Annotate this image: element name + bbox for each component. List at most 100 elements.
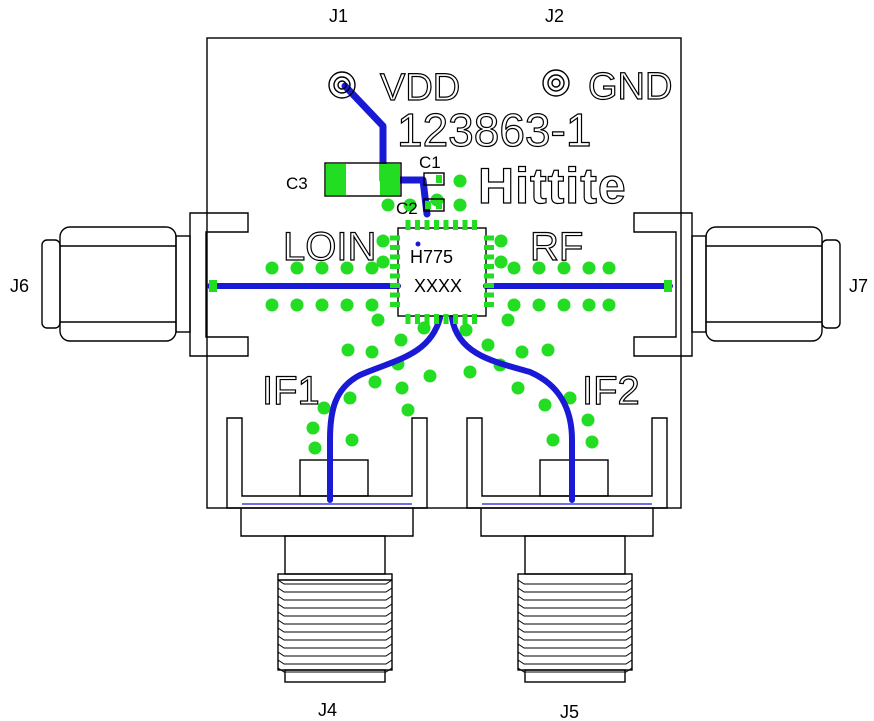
via <box>501 313 515 327</box>
via <box>423 369 437 383</box>
thread-line <box>517 579 633 585</box>
via <box>515 345 529 359</box>
thread-line <box>277 579 393 585</box>
via <box>340 298 354 312</box>
via <box>376 255 390 269</box>
via <box>463 365 477 379</box>
thread-line <box>277 595 393 601</box>
chip-pin <box>462 314 468 324</box>
rf-launch-pad <box>664 280 672 292</box>
via <box>481 338 495 352</box>
chip-pin <box>443 314 449 324</box>
silk-if1: IF1 <box>262 369 320 413</box>
chip-pin <box>405 314 411 324</box>
via <box>582 298 596 312</box>
label-j6: J6 <box>10 276 29 296</box>
chip-pin <box>405 220 411 230</box>
via <box>581 413 595 427</box>
chip-pin <box>390 273 400 279</box>
via <box>541 343 555 357</box>
chip-marking-line2: XXXX <box>414 276 462 296</box>
via <box>401 403 415 417</box>
capacitor-c3 <box>324 162 402 197</box>
via <box>308 441 322 455</box>
chip-pin <box>472 314 477 324</box>
via <box>290 298 304 312</box>
via <box>381 198 395 212</box>
chip-pin <box>434 314 439 324</box>
via <box>557 298 571 312</box>
chip-pin <box>443 220 449 230</box>
thread-line <box>517 643 633 649</box>
j2-test-point <box>542 69 570 97</box>
chip-pin <box>390 254 400 260</box>
j1-test-point <box>328 71 356 99</box>
silk-part-number: 123863-1 <box>397 104 591 156</box>
thread-line <box>517 627 633 633</box>
chip-pin <box>484 235 494 241</box>
via <box>494 234 508 248</box>
label-j7: J7 <box>849 276 868 296</box>
via <box>546 433 560 447</box>
silk-brand-logo: Hittite <box>478 158 627 214</box>
chip-pin <box>453 314 458 324</box>
via <box>403 198 417 212</box>
label-j1: J1 <box>329 6 348 26</box>
thread-line <box>277 603 393 609</box>
silk-rf: RF <box>530 225 583 269</box>
via <box>365 345 379 359</box>
via <box>532 298 546 312</box>
thread-line <box>517 603 633 609</box>
thread-line <box>517 635 633 641</box>
via <box>602 298 616 312</box>
chip-pin <box>484 302 494 307</box>
chip-pin <box>390 245 400 250</box>
chip-pin <box>484 273 494 279</box>
via <box>345 433 359 447</box>
thread-line <box>277 667 393 673</box>
thread-line <box>517 667 633 673</box>
via <box>494 255 508 269</box>
silk-loin: LOIN <box>283 225 376 269</box>
label-j4: J4 <box>318 700 337 720</box>
via <box>341 343 355 357</box>
chip-pin <box>462 220 468 230</box>
via <box>538 398 552 412</box>
thread-line <box>277 635 393 641</box>
via <box>532 261 546 275</box>
thread-line <box>277 587 393 593</box>
via <box>365 298 379 312</box>
label-c3: C3 <box>286 174 308 193</box>
chip-pin <box>390 264 400 269</box>
capacitor-c2 <box>423 198 445 212</box>
capacitor-c1 <box>423 172 445 186</box>
via <box>394 333 408 347</box>
thread-line <box>277 651 393 657</box>
via <box>343 391 357 405</box>
chip-marking-line1: H775 <box>410 247 453 267</box>
thread-line <box>517 611 633 617</box>
via <box>265 298 279 312</box>
chip-pin <box>453 220 458 230</box>
chip-pin <box>484 283 494 288</box>
via <box>306 421 320 435</box>
chip-pin <box>390 235 400 241</box>
label-j2: J2 <box>545 6 564 26</box>
board-outline <box>206 37 682 509</box>
thread-line <box>517 587 633 593</box>
label-c1: C1 <box>419 153 441 172</box>
silk-if2: IF2 <box>582 369 640 413</box>
thread-line <box>517 651 633 657</box>
chip-pin <box>472 220 477 230</box>
label-j5: J5 <box>560 702 579 721</box>
chip-pin <box>484 245 494 250</box>
thread-line <box>277 627 393 633</box>
via <box>315 261 329 275</box>
sma-connector-bottom-left <box>226 417 428 683</box>
via <box>371 313 385 327</box>
via <box>290 261 304 275</box>
chip-pin <box>424 314 430 324</box>
lo-launch-pad <box>209 280 217 292</box>
chip-pin <box>415 314 420 324</box>
